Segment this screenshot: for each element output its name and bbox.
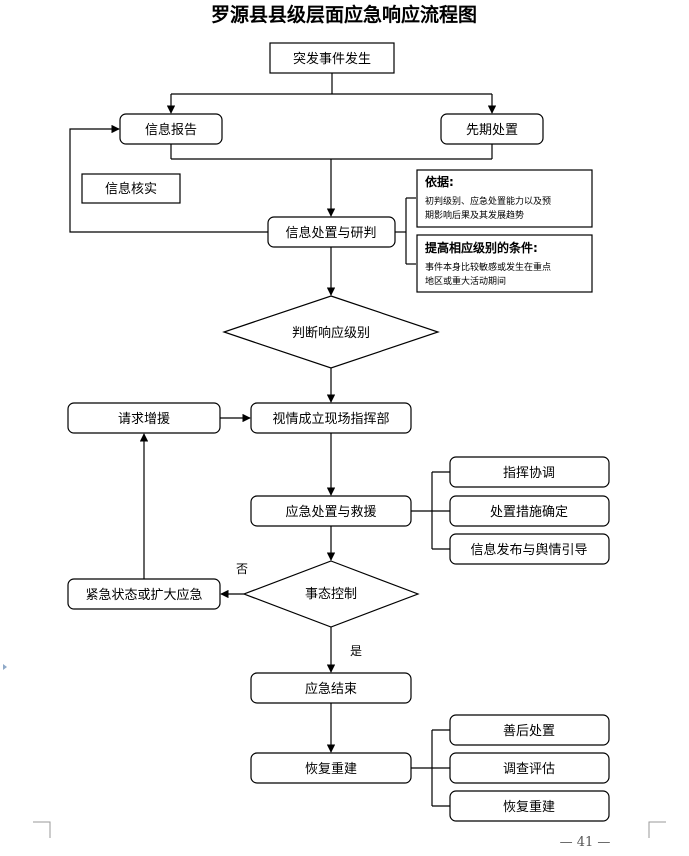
- node-info-report: 信息报告: [119, 113, 223, 145]
- node-command-coord: 指挥协调: [449, 456, 610, 488]
- note-basis-line1: 初判级别、应急处置能力以及预: [425, 195, 551, 207]
- node-emergency-rescue-label: 应急处置与救援: [285, 504, 376, 520]
- node-command-post-label: 视情成立现场指挥部: [272, 412, 389, 427]
- page-corner-marks: [3, 664, 666, 838]
- node-aftermath-label: 善后处置: [503, 723, 555, 739]
- decision-judge-level: 判断响应级别: [222, 295, 440, 369]
- node-recovery: 恢复重建: [250, 752, 412, 784]
- branch-no-label: 否: [236, 562, 248, 576]
- node-incident-label: 突发事件发生: [293, 51, 371, 67]
- node-measures-label: 处置措施确定: [490, 505, 568, 520]
- decision-control: 事态控制: [242, 560, 420, 628]
- node-info-verify-label: 信息核实: [105, 181, 157, 197]
- note-raise-title: 提高相应级别的条件:: [425, 240, 538, 255]
- node-info-process-label: 信息处置与研判: [285, 225, 376, 241]
- node-investigation-label: 调查评估: [503, 762, 555, 777]
- node-investigation: 调查评估: [449, 752, 610, 784]
- note-raise-line1: 事件本身比较敏感或发生在重点: [425, 261, 551, 273]
- node-end: 应急结束: [250, 672, 412, 704]
- node-recovery-label: 恢复重建: [305, 761, 357, 777]
- node-request-support-label: 请求增援: [118, 412, 170, 427]
- node-info-process: 信息处置与研判: [267, 216, 396, 248]
- decision-control-label: 事态控制: [305, 587, 357, 602]
- node-initial-response-label: 先期处置: [466, 123, 518, 138]
- node-escalate: 紧急状态或扩大应急: [67, 578, 221, 610]
- node-measures: 处置措施确定: [449, 495, 610, 527]
- node-emergency-rescue: 应急处置与救援: [250, 495, 412, 527]
- node-recovery-side-label: 恢复重建: [503, 799, 555, 815]
- node-command-post: 视情成立现场指挥部: [250, 402, 412, 434]
- page-number: — 41 —: [560, 835, 611, 850]
- node-info-report-label: 信息报告: [145, 122, 197, 138]
- node-initial-response: 先期处置: [440, 113, 544, 145]
- node-info-verify: 信息核实: [81, 173, 181, 204]
- node-escalate-label: 紧急状态或扩大应急: [85, 587, 202, 603]
- note-raise-level: 提高相应级别的条件: 事件本身比较敏感或发生在重点 地区或重大活动期间: [416, 234, 593, 293]
- connectors: [69, 73, 497, 807]
- branch-yes-label: 是: [350, 644, 362, 658]
- node-command-coord-label: 指挥协调: [503, 466, 555, 481]
- decision-judge-level-label: 判断响应级别: [292, 325, 370, 341]
- note-basis: 依据: 初判级别、应急处置能力以及预 期影响后果及其发展趋势: [416, 169, 593, 228]
- node-info-release-label: 信息发布与舆情引导: [470, 542, 587, 558]
- node-end-label: 应急结束: [305, 681, 357, 697]
- node-incident: 突发事件发生: [269, 42, 395, 74]
- node-info-release: 信息发布与舆情引导: [449, 533, 610, 565]
- note-raise-line2: 地区或重大活动期间: [425, 275, 506, 287]
- node-request-support: 请求增援: [67, 402, 221, 434]
- diagram-title: 罗源县县级层面应急响应流程图: [211, 3, 477, 26]
- note-basis-title: 依据:: [425, 174, 454, 189]
- note-basis-line2: 期影响后果及其发展趋势: [425, 209, 524, 221]
- node-aftermath: 善后处置: [449, 714, 610, 746]
- node-recovery-side: 恢复重建: [449, 790, 610, 822]
